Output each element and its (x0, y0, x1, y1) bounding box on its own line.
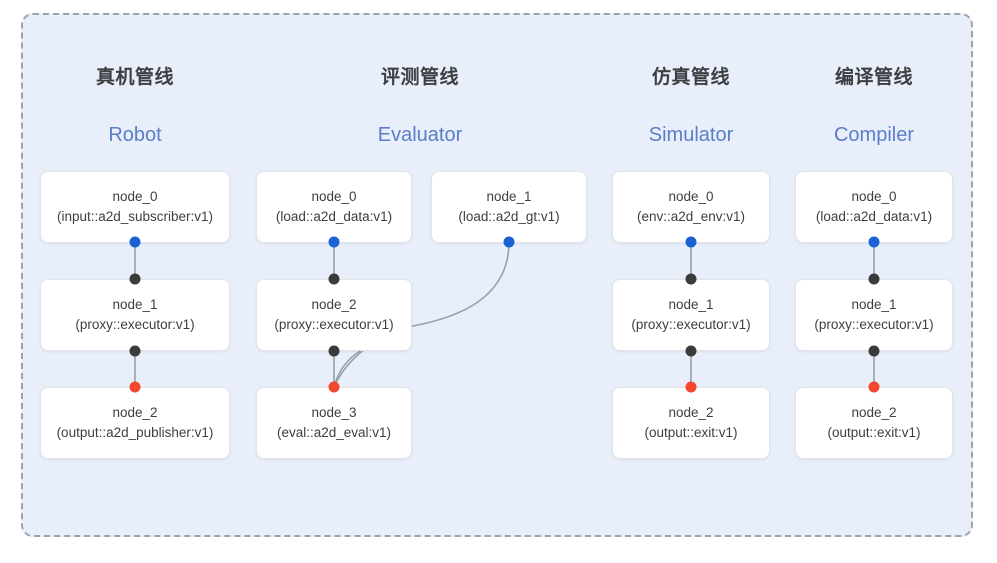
column-title-cn-simulator: 仿真管线 (651, 67, 730, 88)
node-simulator-0[interactable]: node_0 (env::a2d_env:v1) (612, 171, 770, 243)
port-robot-1-out[interactable] (129, 345, 141, 357)
port-evaluator-1-out[interactable] (503, 236, 515, 248)
node-type: (load::a2d_data:v1) (815, 209, 933, 224)
port-robot-2-in[interactable] (129, 381, 141, 393)
node-type: (output::a2d_publisher:v1) (56, 425, 214, 440)
node-compiler-0[interactable]: node_0 (load::a2d_data:v1) (795, 171, 953, 243)
port-evaluator-2-in[interactable] (328, 273, 340, 285)
column-title-en-simulator: Simulator (648, 124, 734, 146)
column-title-cn-compiler: 编译管线 (834, 67, 913, 88)
column-title-en-robot: Robot (108, 124, 162, 146)
node-simulator-2[interactable]: node_2 (output::exit:v1) (612, 387, 770, 459)
port-simulator-2-in[interactable] (685, 381, 697, 393)
node-name: node_1 (851, 297, 897, 313)
node-type: (env::a2d_env:v1) (636, 209, 746, 224)
node-type: (proxy::executor:v1) (814, 317, 934, 332)
node-evaluator-3[interactable]: node_3 (eval::a2d_eval:v1) (256, 387, 412, 459)
port-evaluator-2-out[interactable] (328, 345, 340, 357)
port-evaluator-0-out[interactable] (328, 236, 340, 248)
node-name: node_1 (668, 297, 714, 313)
port-compiler-2-in[interactable] (868, 381, 880, 393)
node-type: (load::a2d_gt:v1) (458, 209, 560, 224)
node-name: node_0 (112, 189, 158, 205)
node-type: (input::a2d_subscriber:v1) (56, 209, 214, 224)
node-robot-2[interactable]: node_2 (output::a2d_publisher:v1) (40, 387, 230, 459)
node-name: node_2 (668, 405, 714, 421)
column-title-cn-robot: 真机管线 (95, 67, 174, 88)
node-evaluator-1[interactable]: node_1 (load::a2d_gt:v1) (431, 171, 587, 243)
node-type: (output::exit:v1) (644, 425, 738, 440)
port-compiler-1-out[interactable] (868, 345, 880, 357)
port-simulator-1-out[interactable] (685, 345, 697, 357)
port-simulator-1-in[interactable] (685, 273, 697, 285)
column-title-cn-evaluator: 评测管线 (380, 67, 459, 88)
node-type: (proxy::executor:v1) (274, 317, 394, 332)
port-robot-1-in[interactable] (129, 273, 141, 285)
node-compiler-1[interactable]: node_1 (proxy::executor:v1) (795, 279, 953, 351)
column-title-en-compiler: Compiler (833, 124, 915, 146)
node-type: (output::exit:v1) (827, 425, 921, 440)
node-name: node_0 (668, 189, 714, 205)
node-name: node_0 (311, 189, 357, 205)
node-name: node_1 (486, 189, 532, 205)
node-evaluator-2[interactable]: node_2 (proxy::executor:v1) (256, 279, 412, 351)
node-type: (proxy::executor:v1) (631, 317, 751, 332)
node-name: node_2 (311, 297, 357, 313)
node-evaluator-0[interactable]: node_0 (load::a2d_data:v1) (256, 171, 412, 243)
node-name: node_3 (311, 405, 357, 421)
node-robot-1[interactable]: node_1 (proxy::executor:v1) (40, 279, 230, 351)
node-name: node_2 (851, 405, 897, 421)
port-compiler-1-in[interactable] (868, 273, 880, 285)
node-type: (proxy::executor:v1) (75, 317, 195, 332)
port-evaluator-3-in[interactable] (328, 381, 340, 393)
port-compiler-0-out[interactable] (868, 236, 880, 248)
node-type: (eval::a2d_eval:v1) (276, 425, 392, 440)
port-robot-0-out[interactable] (129, 236, 141, 248)
node-name: node_1 (112, 297, 158, 313)
node-name: node_2 (112, 405, 158, 421)
column-title-en-evaluator: Evaluator (377, 124, 463, 146)
node-name: node_0 (851, 189, 897, 205)
port-simulator-0-out[interactable] (685, 236, 697, 248)
node-simulator-1[interactable]: node_1 (proxy::executor:v1) (612, 279, 770, 351)
node-type: (load::a2d_data:v1) (275, 209, 393, 224)
node-compiler-2[interactable]: node_2 (output::exit:v1) (795, 387, 953, 459)
node-robot-0[interactable]: node_0 (input::a2d_subscriber:v1) (40, 171, 230, 243)
